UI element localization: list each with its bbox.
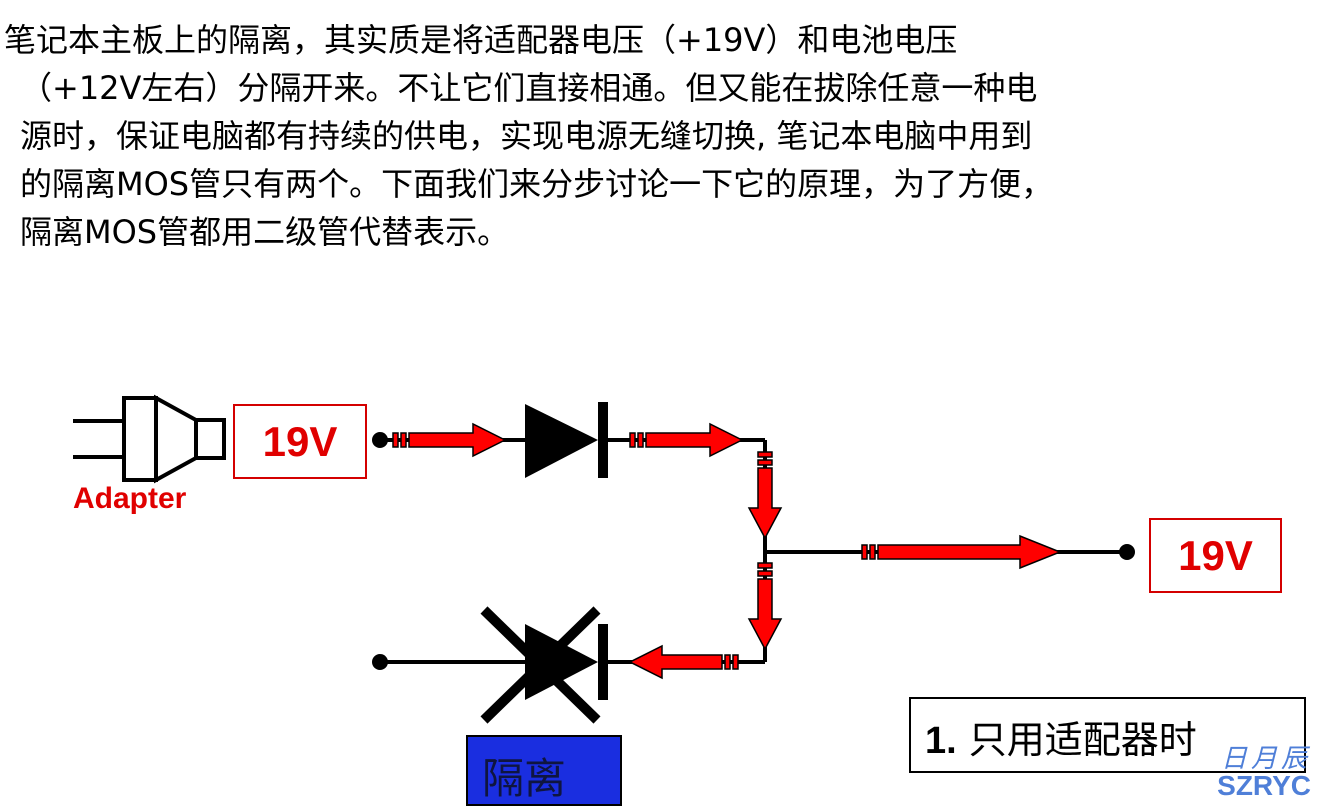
current-arrow-after-diode — [629, 422, 744, 458]
battery-diode-icon — [525, 624, 608, 700]
current-arrow-to-battery-diode — [628, 644, 739, 680]
output-terminal — [1119, 544, 1135, 560]
blocked-cross-icon — [480, 606, 601, 724]
watermark-latin: SZRYC — [1217, 770, 1311, 801]
mode-number: 1. — [925, 720, 957, 762]
current-arrow-output — [861, 534, 1063, 570]
mode-text: 只用适配器时 — [956, 718, 1197, 762]
current-arrow-input — [392, 422, 507, 458]
current-arrow-down-bottom — [747, 562, 783, 651]
current-arrow-down-top — [747, 451, 783, 540]
paragraph-line-2: （+12V左右）分隔开来。不让它们直接相通。但又能在拔除任意一种电 — [20, 69, 1038, 107]
adapter-diode-icon — [525, 402, 608, 478]
adapter-plug-icon — [73, 394, 226, 484]
input-terminal — [372, 432, 388, 448]
paragraph-line-5: 隔离MOS管都用二级管代替表示。 — [20, 213, 510, 251]
battery-terminal — [372, 654, 388, 670]
paragraph-line-3: 源时，保证电脑都有持续的供电，实现电源无缝切换, 笔记本电脑中用到 — [20, 117, 1033, 155]
isolation-label-box: 隔离 — [466, 735, 622, 806]
mode-caption-box: 1. 只用适配器时 — [909, 697, 1306, 773]
watermark-chinese: 日月辰 — [1220, 744, 1311, 774]
paragraph-line-1: 笔记本主板上的隔离，其实质是将适配器电压（+19V）和电池电压 — [4, 21, 958, 59]
adapter-label: Adapter — [73, 482, 187, 515]
input-voltage-label: 19V — [233, 404, 367, 479]
output-voltage-label: 19V — [1149, 518, 1282, 593]
isolation-label: 隔离 — [482, 754, 567, 803]
paragraph-line-4: 的隔离MOS管只有两个。下面我们来分步讨论一下它的原理，为了方便， — [20, 165, 1054, 203]
